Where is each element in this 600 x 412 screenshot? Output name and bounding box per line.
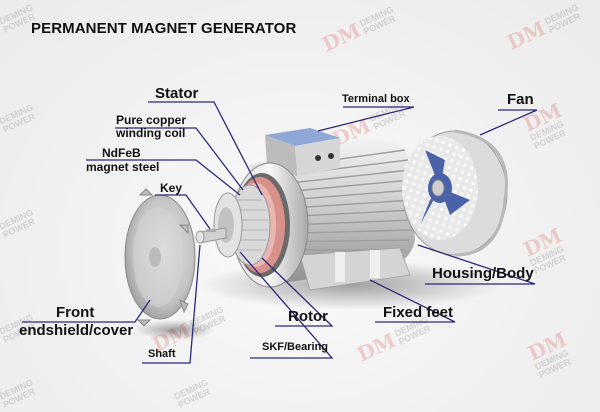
label-endshield-cover: endshield/cover [19,322,134,339]
rotor [213,184,271,266]
label-line: winding coil [116,125,186,140]
label-ndfeb-magnet-line2: magnet steel [86,160,160,174]
page-title: PERMANENT MAGNET GENERATOR [31,20,297,37]
label-pure-copper-winding: Pure copper winding coil [116,114,186,139]
label-terminal-box: Terminal box [342,93,410,105]
label-housing-body: Housing/Body [432,265,534,282]
label-shaft: Shaft [148,348,176,360]
label-fan: Fan [507,91,534,108]
label-key: Key [160,181,183,195]
front-endshield [124,188,196,327]
shadow [135,320,215,340]
fan [402,129,508,257]
fixed-feet [299,247,411,291]
shaft [195,227,227,244]
label-front: Front [56,304,95,321]
label-stator: Stator [155,85,199,102]
label-fixed-feet: Fixed feet [383,304,454,321]
key [206,229,216,232]
label-ndfeb-magnet: NdFeB [102,147,141,160]
label-line: Pure copper [116,113,187,127]
label-rotor: Rotor [288,308,328,325]
label-skf-bearing: SKF/Bearing [262,341,329,353]
leader-lines [22,101,538,364]
label-line: NdFeB [102,146,141,160]
